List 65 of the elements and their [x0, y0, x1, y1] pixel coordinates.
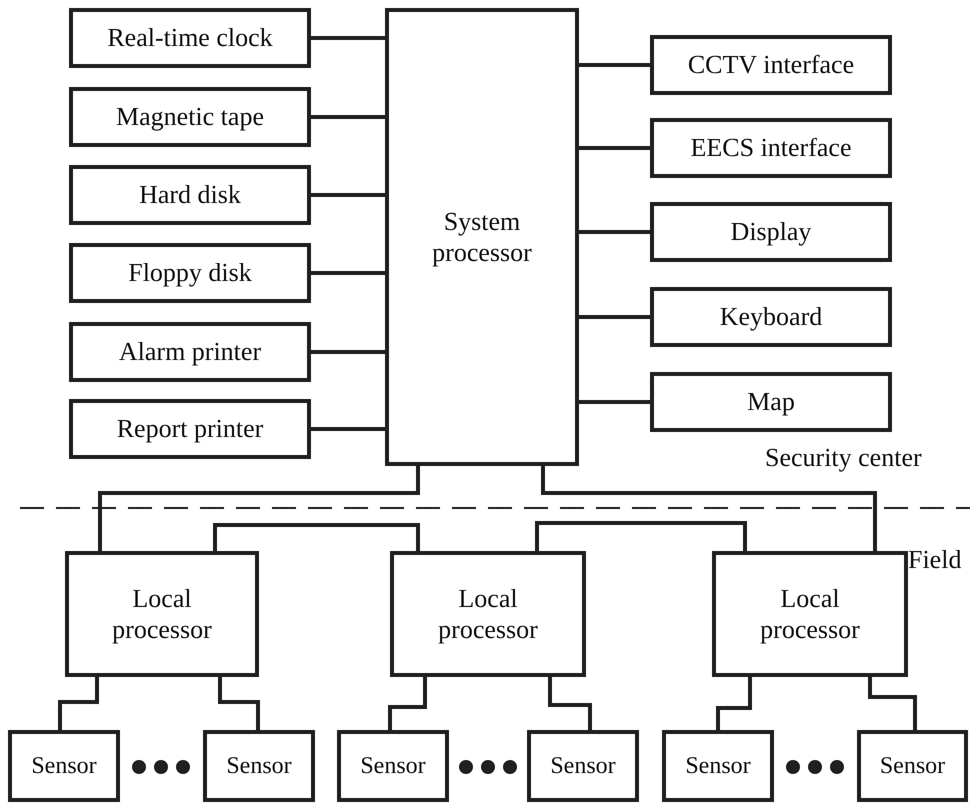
process-box	[650, 202, 892, 262]
process-box	[662, 730, 774, 802]
process-box	[69, 243, 311, 303]
box-label: Sensor	[550, 752, 616, 780]
process-box	[857, 730, 968, 802]
connector-line	[579, 315, 650, 319]
box-label: Real-time clock	[107, 22, 273, 54]
box-label: Hard disk	[139, 179, 241, 211]
connector-line	[311, 193, 385, 197]
box-label: System processor	[431, 206, 533, 268]
process-box	[69, 8, 311, 68]
process-box	[650, 118, 892, 178]
connector-line	[311, 36, 385, 40]
connector-line	[98, 466, 420, 551]
process-box	[8, 730, 120, 802]
process-box	[650, 287, 892, 347]
connector-line	[388, 677, 427, 730]
process-box	[650, 372, 892, 432]
process-box	[69, 399, 311, 459]
process-box	[527, 730, 639, 802]
process-box	[385, 8, 579, 466]
connector-line	[58, 677, 99, 730]
process-box	[712, 551, 908, 677]
connector-line	[579, 230, 650, 234]
connector-line	[311, 427, 385, 431]
box-label: Sensor	[31, 752, 97, 780]
box-label: Local processor	[111, 582, 213, 646]
box-label: CCTV interface	[688, 49, 854, 81]
box-label: Keyboard	[720, 301, 822, 333]
connector-line	[579, 400, 650, 404]
zone-label: Security center	[765, 443, 922, 473]
box-label: Display	[730, 216, 812, 248]
connector-line	[535, 521, 747, 551]
box-label: Sensor	[360, 752, 426, 780]
box-label: Sensor	[685, 752, 751, 780]
connector-line	[213, 523, 420, 551]
box-label: Map	[747, 386, 795, 418]
connector-line	[579, 63, 650, 67]
process-box	[390, 551, 586, 677]
box-label: Report printer	[116, 413, 264, 445]
connector-line	[548, 677, 592, 730]
process-box	[69, 322, 311, 382]
process-box	[650, 35, 892, 95]
connector-line	[716, 677, 752, 730]
box-label: Magnetic tape	[116, 101, 264, 133]
connector-line	[541, 466, 877, 551]
process-box	[65, 551, 259, 677]
connector-line	[311, 271, 385, 275]
box-label: Local processor	[437, 582, 539, 646]
process-box	[69, 165, 311, 225]
connector-line	[311, 350, 385, 354]
connector-line	[868, 677, 917, 730]
box-label: Floppy disk	[128, 257, 252, 289]
connector-line	[579, 146, 650, 150]
connector-line	[311, 115, 385, 119]
process-box	[203, 730, 315, 802]
box-label: Sensor	[226, 752, 292, 780]
box-label: EECS interface	[690, 132, 852, 164]
zone-label: Field	[908, 545, 962, 575]
box-label: Local processor	[759, 582, 861, 646]
process-box	[69, 87, 311, 147]
process-box	[337, 730, 449, 802]
connector-line	[218, 677, 260, 730]
box-label: Alarm printer	[118, 336, 262, 368]
box-label: Sensor	[880, 752, 946, 780]
